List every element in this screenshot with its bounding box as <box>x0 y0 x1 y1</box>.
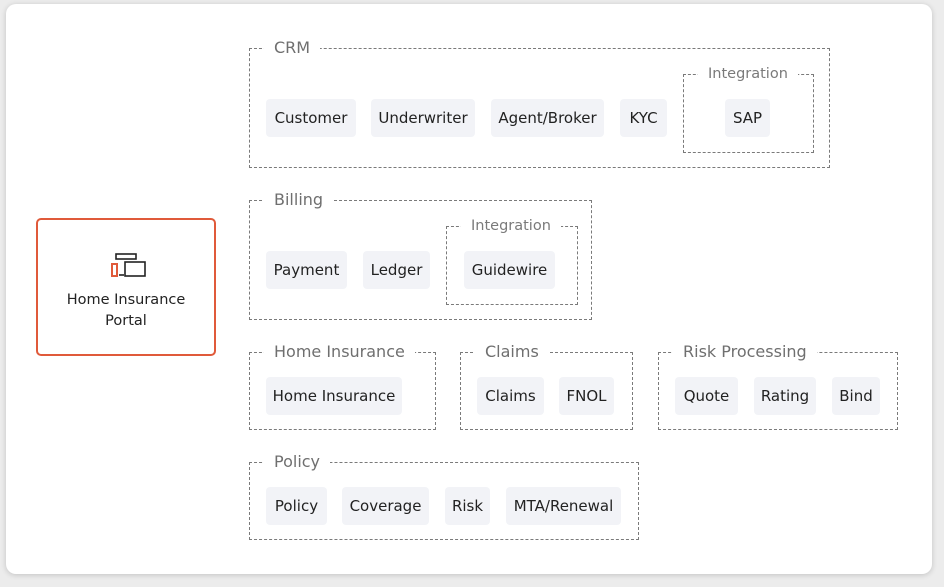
chip-guidewire[interactable]: Guidewire <box>464 251 555 289</box>
portal-title: Home Insurance Portal <box>66 292 186 329</box>
chip-policy[interactable]: Policy <box>266 487 327 525</box>
chip-customer[interactable]: Customer <box>266 99 356 137</box>
chip-coverage[interactable]: Coverage <box>342 487 429 525</box>
chip-agent-broker[interactable]: Agent/Broker <box>491 99 604 137</box>
chip-payment[interactable]: Payment <box>266 251 347 289</box>
claims-group-title: Claims <box>475 341 549 363</box>
chip-claims[interactable]: Claims <box>477 377 544 415</box>
crm-group: CRM Customer Underwriter Agent/Broker KY… <box>249 37 830 168</box>
billing-group: Billing Payment Ledger Integration Guide… <box>249 189 592 320</box>
chip-mta-renewal[interactable]: MTA/Renewal <box>506 487 621 525</box>
home-insurance-group-title: Home Insurance <box>264 341 415 363</box>
chip-bind[interactable]: Bind <box>832 377 880 415</box>
risk-processing-group-title: Risk Processing <box>673 341 817 363</box>
claims-group: Claims Claims FNOL <box>460 341 633 430</box>
billing-group-title: Billing <box>264 189 334 211</box>
crm-integration-group: Integration SAP <box>683 65 814 153</box>
home-insurance-portal-node[interactable]: Home Insurance Portal <box>36 218 216 356</box>
home-insurance-group: Home Insurance Home Insurance <box>249 341 436 430</box>
chip-risk[interactable]: Risk <box>445 487 490 525</box>
billing-integration-group: Integration Guidewire <box>446 217 578 305</box>
crm-group-title: CRM <box>264 37 321 59</box>
policy-group: Policy Policy Coverage Risk MTA/Renewal <box>249 451 639 540</box>
policy-group-title: Policy <box>264 451 331 473</box>
billing-integration-title: Integration <box>461 217 561 236</box>
chip-home-insurance[interactable]: Home Insurance <box>266 377 402 415</box>
chip-underwriter[interactable]: Underwriter <box>371 99 475 137</box>
chip-rating[interactable]: Rating <box>754 377 816 415</box>
chip-fnol[interactable]: FNOL <box>559 377 614 415</box>
chip-sap[interactable]: SAP <box>725 99 770 137</box>
chip-ledger[interactable]: Ledger <box>363 251 430 289</box>
chip-kyc[interactable]: KYC <box>620 99 667 137</box>
risk-processing-group: Risk Processing Quote Rating Bind <box>658 341 898 430</box>
devices-icon <box>111 253 146 277</box>
chip-quote[interactable]: Quote <box>675 377 738 415</box>
crm-integration-title: Integration <box>698 65 798 84</box>
